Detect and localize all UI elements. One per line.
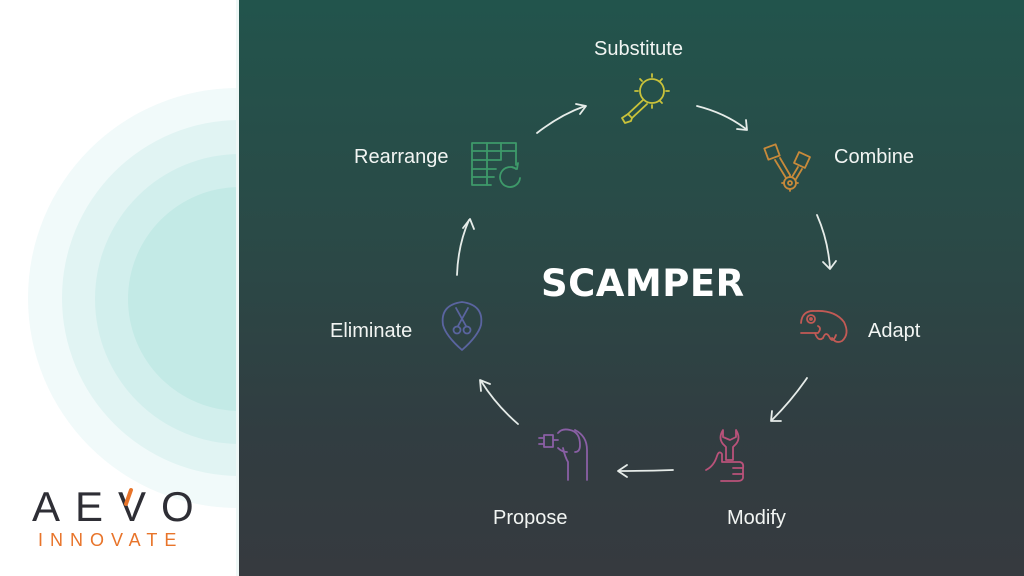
arrow-rearrange-to-substitute-icon xyxy=(536,103,587,134)
chameleon-icon xyxy=(800,310,848,343)
logo-accent-stroke-icon xyxy=(124,488,133,506)
step-label-eliminate: Eliminate xyxy=(330,320,413,342)
arrow-modify-to-propose-icon xyxy=(617,464,674,478)
arrow-substitute-to-combine-icon xyxy=(696,105,748,131)
wrench-thumb-icon xyxy=(705,429,745,482)
diagram-panel xyxy=(239,0,1024,576)
magnifier-icon xyxy=(621,73,670,124)
scissors-pin-icon xyxy=(441,301,483,351)
arrow-combine-to-adapt-icon xyxy=(816,214,837,270)
step-label-substitute: Substitute xyxy=(594,38,683,60)
flow-arrows xyxy=(456,103,837,478)
brand-panel: AEVO INNOVATE xyxy=(0,0,238,576)
table-refresh-icon xyxy=(471,142,521,188)
arrow-eliminate-to-rearrange-icon xyxy=(456,218,475,276)
step-label-adapt: Adapt xyxy=(868,320,921,342)
step-label-rearrange: Rearrange xyxy=(354,146,449,168)
step-label-propose: Propose xyxy=(493,507,568,529)
diagram-title: SCAMPER xyxy=(541,262,745,305)
step-label-modify: Modify xyxy=(727,507,786,529)
step-label-combine: Combine xyxy=(834,146,915,168)
brand-subtitle: INNOVATE xyxy=(38,530,184,550)
hand-holding-plug-icon xyxy=(538,428,588,481)
panel-divider xyxy=(236,0,239,576)
brand-logo: AEVO xyxy=(32,483,209,530)
arrow-propose-to-eliminate-icon xyxy=(479,379,519,425)
pistons-gear-icon xyxy=(763,143,811,192)
arrow-adapt-to-modify-icon xyxy=(770,377,808,422)
